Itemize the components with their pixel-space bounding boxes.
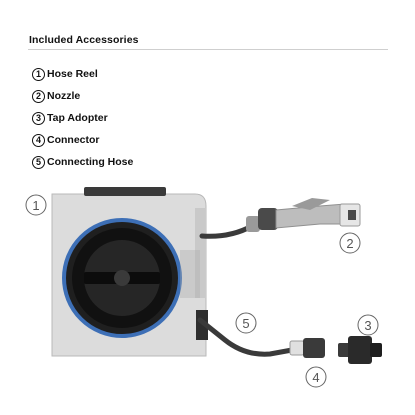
- hose-reel-image: [51, 187, 208, 357]
- nozzle-image: [246, 198, 361, 232]
- connector-image: [289, 338, 325, 358]
- item-label: Tap Adopter: [47, 112, 108, 124]
- item-label: Nozzle: [47, 90, 81, 102]
- item-number-badge: 5: [32, 155, 45, 169]
- svg-text:5: 5: [242, 316, 249, 331]
- svg-text:4: 4: [312, 370, 319, 385]
- callout-reel: 1: [25, 194, 47, 216]
- callout-tap-adapter: 3: [357, 314, 379, 336]
- reel-hose-image: [199, 223, 255, 239]
- svg-text:1: 1: [32, 198, 39, 213]
- item-number-badge: 1: [32, 67, 45, 81]
- item-label: Connecting Hose: [47, 156, 134, 168]
- list-item-connecting-hose: 5 Connecting Hose: [32, 150, 133, 174]
- item-number-badge: 4: [32, 133, 45, 147]
- svg-text:2: 2: [346, 236, 353, 251]
- product-illustration: 1 2 3 4 5: [25, 187, 382, 388]
- section-title: Included Accessories: [29, 34, 139, 46]
- svg-text:3: 3: [364, 318, 371, 333]
- list-item-nozzle: 2 Nozzle: [32, 84, 133, 108]
- tap-adapter-image: [338, 336, 382, 364]
- callout-nozzle: 2: [339, 232, 361, 254]
- callout-connecting-hose: 5: [235, 312, 257, 334]
- list-item-tap-adopter: 3 Tap Adopter: [32, 106, 133, 130]
- item-number-badge: 2: [32, 89, 45, 103]
- divider: [28, 49, 388, 50]
- item-label: Hose Reel: [47, 68, 98, 80]
- connecting-hose-image: [197, 317, 295, 357]
- list-item-hose-reel: 1 Hose Reel: [32, 62, 133, 86]
- accessory-list: 1 Hose Reel 2 Nozzle 3 Tap Adopter 4 Con…: [32, 62, 133, 172]
- item-label: Connector: [47, 134, 100, 146]
- list-item-connector: 4 Connector: [32, 128, 133, 152]
- item-number-badge: 3: [32, 111, 45, 125]
- callout-connector: 4: [305, 366, 327, 388]
